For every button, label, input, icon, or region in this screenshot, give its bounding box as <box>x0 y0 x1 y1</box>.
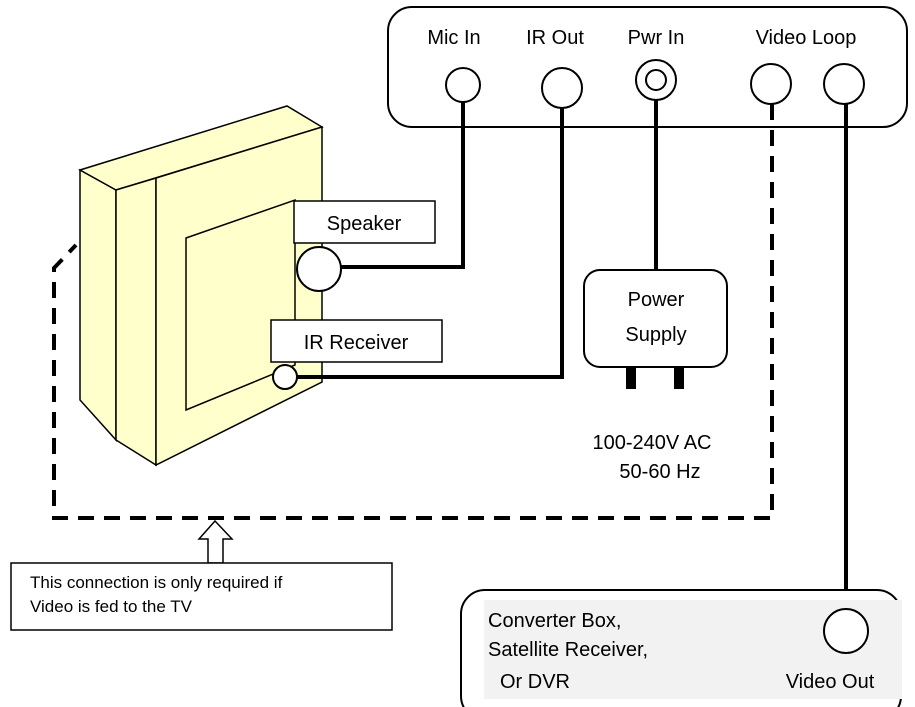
note-line2: Video is fed to the TV <box>30 597 193 616</box>
plug-prong-right <box>674 367 684 389</box>
ir-out-label: IR Out <box>526 27 584 49</box>
ir-receiver-label-box <box>270 319 443 363</box>
tv-side <box>79 168 117 442</box>
ir-receiver-jack <box>272 364 298 390</box>
ir-out-jack <box>541 67 583 109</box>
power-rating-frequency: 50-60 Hz <box>619 461 700 483</box>
optional-video-cable <box>52 104 774 520</box>
mic-cable <box>341 102 465 269</box>
note-arrow <box>197 519 234 564</box>
mic-in-label: Mic In <box>427 27 480 49</box>
pwr-in-jack-center <box>645 69 667 91</box>
ir-receiver-label: IR Receiver <box>304 332 409 354</box>
power-rating-voltage: 100-240V AC <box>593 432 712 454</box>
video-loop-jack-1 <box>750 63 792 105</box>
tv-back-panel <box>115 176 157 467</box>
power-supply-box <box>583 269 728 368</box>
video-loop-jack-2 <box>823 63 865 105</box>
pwr-in-label: Pwr In <box>628 27 685 49</box>
speaker-label-box <box>293 200 436 244</box>
source-device-line2: Satellite Receiver, <box>488 639 648 661</box>
note-line1: This connection is only required if <box>30 573 283 592</box>
power-supply-label-line2: Supply <box>625 324 686 346</box>
speaker-jack <box>296 246 342 292</box>
plug-prong-left <box>626 367 636 389</box>
source-device-line1: Converter Box, <box>488 610 621 632</box>
source-device-line3: Or DVR <box>500 671 570 693</box>
tv-screen <box>185 198 296 412</box>
video-out-jack <box>823 608 869 654</box>
speaker-label: Speaker <box>327 213 402 235</box>
video-out-label: Video Out <box>786 671 875 693</box>
power-supply-label-line1: Power <box>628 289 685 311</box>
ir-cable <box>297 108 564 379</box>
note-box <box>10 562 393 631</box>
mic-in-jack <box>445 67 481 103</box>
video-loop-label: Video Loop <box>756 27 857 49</box>
